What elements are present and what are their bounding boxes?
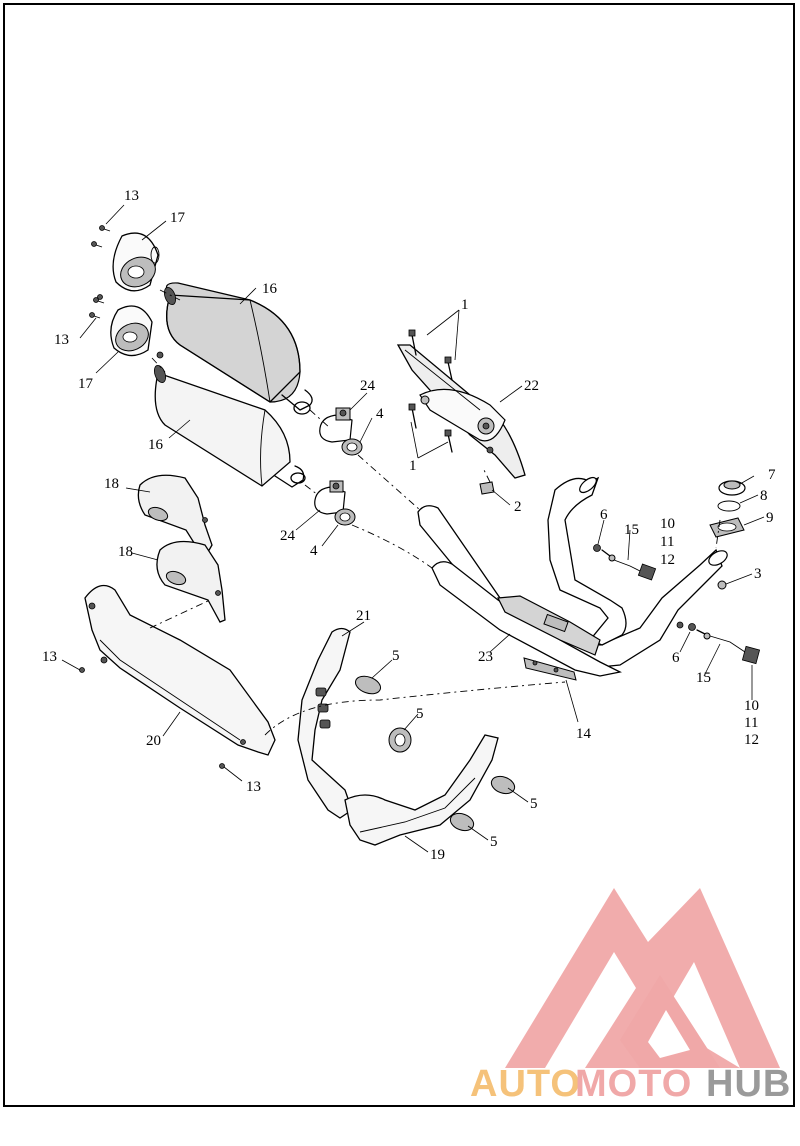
callout-24: 24: [360, 378, 376, 394]
callout-6: 6: [672, 650, 680, 666]
front-pipe-heat-shield-lower: [344, 734, 499, 846]
lower-gasket: [334, 508, 356, 526]
clamp-bracket: [523, 657, 577, 681]
callout-22: 22: [524, 378, 539, 394]
callout-14: 14: [576, 726, 592, 742]
callout-7: 7: [768, 467, 776, 483]
callout-13: 13: [124, 188, 139, 204]
callout-13: 13: [42, 649, 57, 665]
callout-24: 24: [280, 528, 296, 544]
front-pipe-heat-shield: [297, 627, 353, 819]
callout-12: 12: [660, 552, 675, 568]
callout-labels: 13 17 16 13 17 16 24 4 1 22 1 2 18 18 24…: [42, 188, 776, 863]
callout-13: 13: [246, 779, 261, 795]
lower-end-cap: [110, 305, 164, 359]
upper-muffler: [163, 282, 313, 415]
lower-oxygen-sensor: [688, 623, 761, 665]
flange-nut: [717, 580, 727, 590]
callout-1: 1: [461, 297, 469, 313]
callout-16: 16: [148, 437, 164, 453]
callout-12: 12: [744, 732, 759, 748]
callout-2: 2: [514, 499, 522, 515]
callout-19: 19: [430, 847, 445, 863]
callout-6: 6: [600, 507, 608, 523]
upper-oxygen-sensor: [593, 544, 657, 581]
logo-text-auto: AUTO: [470, 1063, 581, 1105]
callout-1: 1: [409, 458, 417, 474]
callout-5: 5: [416, 706, 424, 722]
muffler-heat-shield-lower: [156, 540, 226, 623]
bracket-bolts: [408, 329, 453, 453]
automotohub-logo: AUTO MOTO HUB: [470, 888, 791, 1105]
mounting-bracket: [396, 344, 526, 479]
rear-pipe-heat-shield: [84, 584, 276, 756]
callout-20: 20: [146, 733, 161, 749]
callout-23: 23: [478, 649, 493, 665]
muffler-heat-shield-upper: [137, 474, 213, 553]
callout-5: 5: [392, 648, 400, 664]
diagram-frame: [3, 3, 795, 1107]
logo-text-hub: HUB: [706, 1063, 791, 1105]
lower-clamp: [314, 480, 346, 515]
callout-11: 11: [660, 534, 674, 550]
callout-17: 17: [78, 376, 94, 392]
callout-3: 3: [754, 566, 762, 582]
callout-10: 10: [744, 698, 759, 714]
callout-10: 10: [660, 516, 675, 532]
callout-15: 15: [696, 670, 711, 686]
upper-clamp: [319, 407, 353, 443]
lower-muffler: [153, 364, 306, 488]
callout-18: 18: [118, 544, 133, 560]
upper-gasket: [341, 438, 363, 456]
callout-15: 15: [624, 522, 639, 538]
logo-text-moto: MOTO: [575, 1063, 692, 1105]
exhaust-port-flange: [709, 517, 745, 538]
callout-4: 4: [376, 406, 384, 422]
flange-ring: [717, 500, 741, 512]
flange-retaining-ring: [718, 480, 746, 496]
leader-lines: [61, 204, 765, 853]
callout-21: 21: [356, 608, 371, 624]
callout-16: 16: [262, 281, 278, 297]
callout-9: 9: [766, 510, 774, 526]
bracket-nut: [479, 481, 495, 495]
callout-5: 5: [530, 796, 538, 812]
callout-13: 13: [54, 332, 69, 348]
callout-8: 8: [760, 488, 768, 504]
assembly-centerlines: [149, 289, 721, 736]
callout-5: 5: [490, 834, 498, 850]
callout-4: 4: [310, 543, 318, 559]
callout-11: 11: [744, 715, 758, 731]
header-pipe-assembly: [417, 476, 728, 677]
callout-18: 18: [104, 476, 119, 492]
pipe-clamps: [354, 675, 516, 832]
callout-17: 17: [170, 210, 186, 226]
end-cap-screws: [89, 225, 111, 319]
upper-end-cap: [112, 232, 160, 292]
